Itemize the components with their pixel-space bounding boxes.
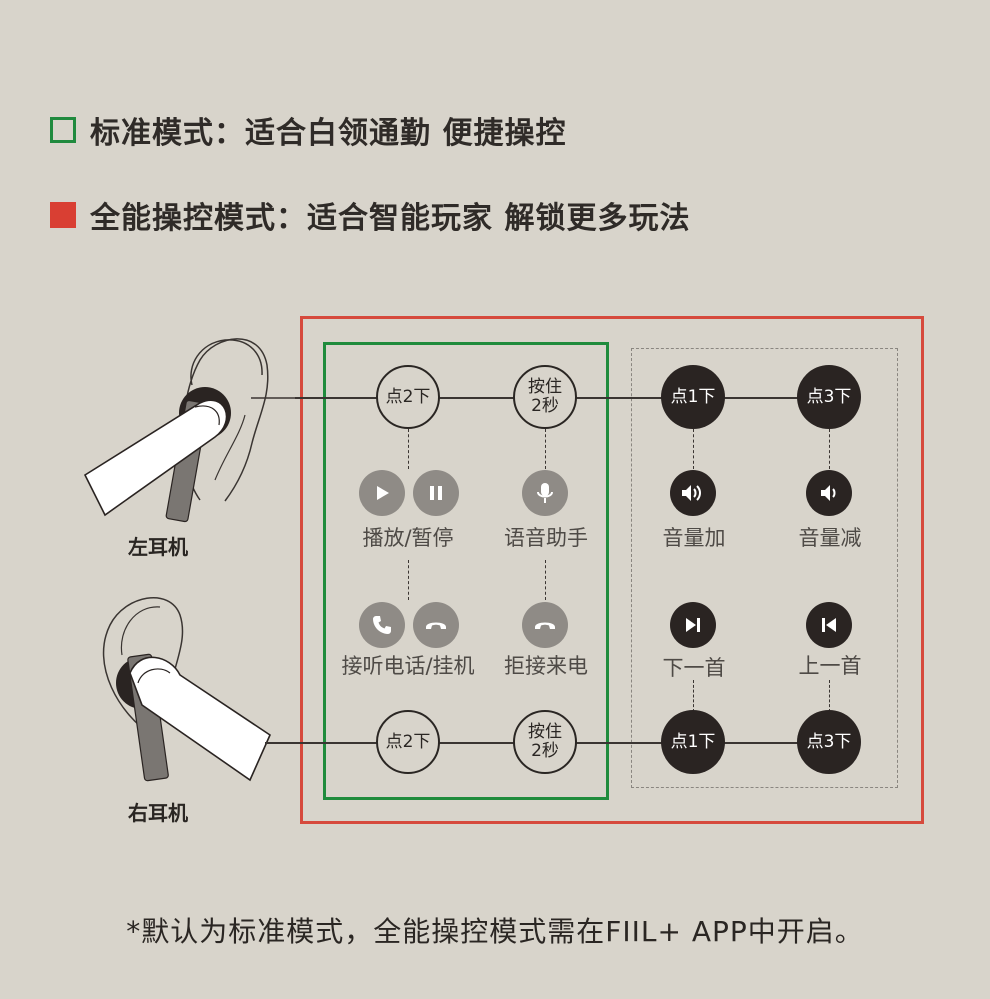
advanced-only-frame [631,348,898,788]
tap-twice-bottom-circle: 点2下 [376,710,440,774]
legend-standard: 标准模式：适合白领通勤 便捷操控 [50,108,566,152]
dash-connector [829,429,830,469]
legend-advanced-text: 全能操控模式：适合智能玩家 解锁更多玩法 [90,201,691,236]
green-square-icon [50,117,76,143]
microphone-icon [522,470,568,516]
answer-hangup-label: 接听电话/挂机 [341,654,475,678]
red-square-icon [50,202,76,228]
dash-connector [545,560,546,600]
pause-icon [413,470,459,516]
tap-thrice-bottom-circle: 点3下 [797,710,861,774]
right-ear-label: 右耳机 [128,801,188,825]
phone-hangup-icon [413,602,459,648]
legend-advanced: 全能操控模式：适合智能玩家 解锁更多玩法 [50,193,690,237]
play-pause-label: 播放/暂停 [362,526,454,550]
phone-reject-icon [522,602,568,648]
tap-twice-top-circle: 点2下 [376,365,440,429]
left-earphone-illustration [83,338,295,523]
dash-connector [693,429,694,469]
previous-track-label: 上一首 [798,654,862,678]
tap-thrice-top-circle: 点3下 [797,365,861,429]
volume-up-icon [670,470,716,516]
tap-once-top-circle: 点1下 [661,365,725,429]
dash-connector [408,429,409,469]
tap-once-bottom-circle: 点1下 [661,710,725,774]
advanced-mode-frame [300,316,924,824]
left-ear-label: 左耳机 [128,535,188,559]
legend-standard-text: 标准模式：适合白领通勤 便捷操控 [90,116,567,151]
footnote: *默认为标准模式，全能操控模式需在FIIL+ APP中开启。 [126,915,864,948]
volume-down-label: 音量减 [798,526,862,550]
play-icon [359,470,405,516]
phone-answer-icon [359,602,405,648]
previous-track-icon [806,602,852,648]
dash-connector [408,560,409,600]
dash-connector [693,680,694,712]
reject-call-label: 拒接来电 [504,654,588,678]
voice-assistant-label: 语音助手 [504,526,588,550]
next-track-icon [670,602,716,648]
next-track-label: 下一首 [662,656,726,680]
standard-mode-frame [323,342,609,800]
right-earphone-illustration [102,597,272,782]
volume-down-icon [806,470,852,516]
dash-connector [545,429,546,469]
dash-connector [829,680,830,712]
volume-up-label: 音量加 [662,526,726,550]
